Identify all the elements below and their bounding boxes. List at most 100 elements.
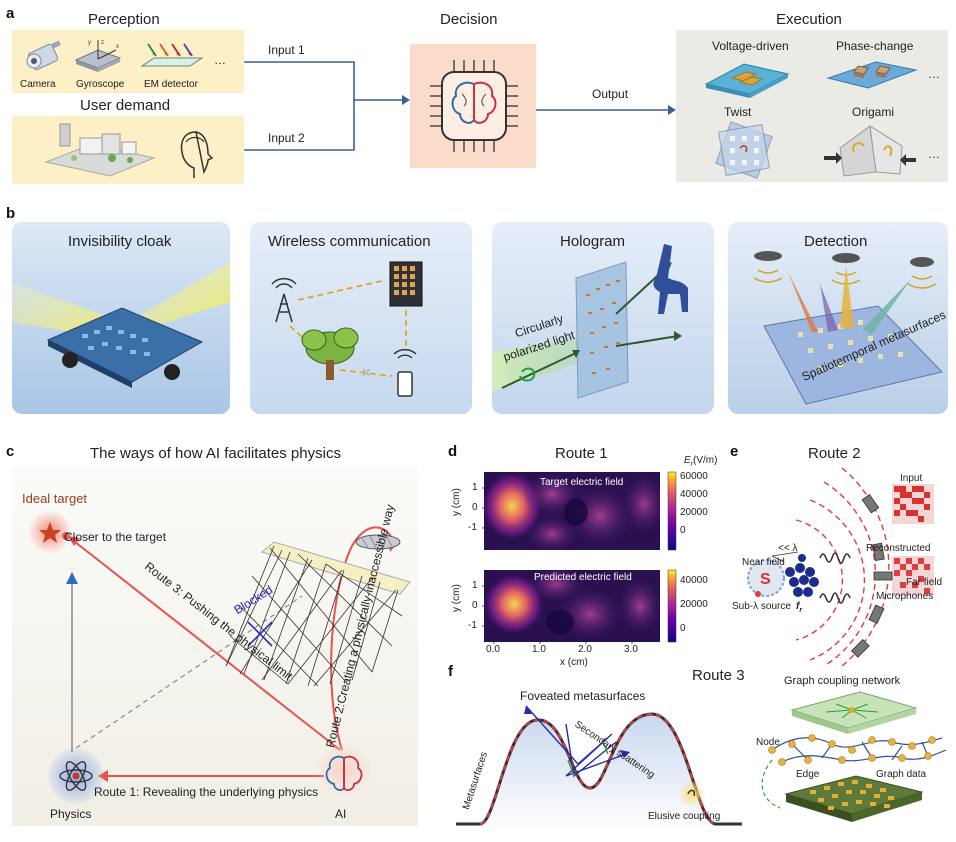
decision-title: Decision: [440, 11, 498, 28]
graph-network-title: Graph coupling network: [784, 675, 901, 687]
predicted-field-title: Predicted electric field: [534, 572, 632, 583]
detection-title: Detection: [804, 233, 868, 250]
fr-label: fr: [796, 601, 803, 615]
panel-c-label: c: [6, 443, 15, 460]
perception-title: Perception: [88, 11, 160, 28]
camera-icon: [26, 40, 61, 71]
detection-scene: [753, 251, 943, 405]
x-tick-1: 1.0: [532, 644, 546, 655]
y-tick-bot-2: -1: [468, 620, 477, 631]
y-tick-bot-0: 1: [472, 580, 478, 591]
execution-ellipsis-2: …: [928, 147, 940, 161]
output-label: Output: [592, 87, 629, 101]
reconstructed-label: Reconstructed: [866, 543, 931, 554]
panel-f-label: f: [448, 663, 453, 680]
invisibility-cloak-title: Invisibility cloak: [68, 233, 172, 250]
cbar1-tick-2: 20000: [680, 507, 708, 518]
hologram-title: Hologram: [560, 233, 626, 250]
input1-label: Input 1: [268, 43, 305, 57]
execution-title: Execution: [776, 11, 842, 28]
target-field-title: Target electric field: [540, 477, 624, 488]
wireless-scene: ×: [271, 261, 423, 397]
phase-change-label: Phase-change: [836, 39, 914, 53]
microphones-label: Microphones: [876, 591, 934, 602]
cbar2-tick-1: 20000: [680, 599, 708, 610]
cbar1-tick-3: 0: [680, 525, 686, 536]
foveated-label: Foveated metasurfaces: [520, 689, 646, 703]
execution-ellipsis-1: …: [928, 67, 940, 81]
svg-text:x: x: [116, 44, 119, 50]
node-label: Node: [756, 737, 780, 748]
lambda-label: << λ: [778, 543, 798, 554]
user-face-icon: [180, 131, 214, 178]
near-field-label: Near field: [742, 557, 785, 568]
detection-card: Detection Spatiotemporal metasurfaces: [728, 222, 948, 414]
wireless-communication-title: Wireless communication: [268, 233, 431, 250]
y-tick-top-0: 1: [472, 482, 478, 493]
ai-chip-brain-icon: [430, 60, 518, 152]
y-tick-top-1: 0: [472, 502, 478, 513]
panel-e-title: Route 2: [808, 445, 861, 462]
em-detector-icon: [140, 43, 204, 67]
origami-icon: [824, 125, 916, 177]
svg-text:y: y: [88, 40, 91, 46]
physics-label: Physics: [50, 807, 92, 821]
x-tick-2: 2.0: [578, 644, 592, 655]
ideal-target-label: Ideal target: [22, 491, 88, 506]
graph-network-diagram: [761, 691, 947, 822]
em-detector-label: EM detector: [144, 79, 198, 90]
hologram-scene: [492, 244, 688, 399]
input2-label: Input 2: [268, 131, 305, 145]
perception-ellipsis: …: [214, 53, 226, 67]
x-tick-3: 3.0: [624, 644, 638, 655]
panel-e-label: e: [730, 443, 739, 460]
twist-icon: [715, 121, 773, 179]
gyroscope-label: Gyroscope: [76, 79, 125, 90]
voltage-driven-label: Voltage-driven: [712, 39, 789, 53]
camera-label: Camera: [20, 79, 56, 90]
ai-label: AI: [335, 807, 347, 821]
far-field-label: Far field: [906, 577, 943, 588]
panel-f-wave: [456, 705, 742, 830]
closer-target-label: Closer to the target: [64, 530, 167, 544]
user-demand-title: User demand: [80, 97, 171, 114]
x-axis-label: x (cm): [560, 657, 588, 668]
svg-text:×: ×: [362, 364, 370, 380]
y-axis-label-top: y (cm): [451, 488, 462, 516]
panel-a-label: a: [6, 5, 15, 22]
input-label: Input: [900, 473, 923, 484]
panel-f-title: Route 3: [692, 667, 745, 684]
panel-d-title: Route 1: [555, 445, 608, 462]
cbar2-tick-2: 0: [680, 623, 686, 634]
panel-d-heatmaps: [482, 471, 677, 644]
cbar1-tick-1: 40000: [680, 489, 708, 500]
x-tick-0: 0.0: [486, 644, 500, 655]
panel-d-label: d: [448, 443, 458, 460]
panel-e-diagram: S: [747, 467, 934, 667]
y-tick-bot-1: 0: [472, 600, 478, 611]
panel-b-label: b: [6, 205, 16, 222]
panel-c-title: The ways of how AI facilitates physics: [90, 445, 341, 462]
route1-label: Route 1: Revealing the underlying physic…: [94, 785, 319, 799]
invisibility-cloak-scene: [12, 262, 230, 388]
elusive-coupling-label: Elusive coupling: [648, 811, 721, 822]
svg-text:S: S: [760, 571, 771, 588]
twist-label: Twist: [724, 105, 752, 119]
wireless-communication-card: Wireless communication ×: [250, 222, 472, 414]
voltage-driven-icon: [704, 63, 790, 98]
edge-label: Edge: [796, 769, 820, 780]
cbar-label: Er(V/m): [684, 455, 718, 469]
origami-label: Origami: [852, 105, 895, 119]
graph-data-label: Graph data: [876, 769, 927, 780]
panel-c-diagram: [28, 510, 411, 804]
cbar2-tick-0: 40000: [680, 575, 708, 586]
cbar1-tick-0: 60000: [680, 471, 708, 482]
y-tick-top-2: -1: [468, 522, 477, 533]
hologram-card: Hologram Circularly polarized light: [492, 222, 714, 414]
phase-change-icon: [826, 61, 918, 89]
sub-source-label: Sub-λ source: [732, 601, 791, 612]
city-scene-icon: [44, 123, 156, 177]
svg-text:z: z: [101, 40, 104, 46]
panel-a-connectors: [244, 61, 676, 151]
gyroscope-icon: z x y: [74, 40, 122, 72]
